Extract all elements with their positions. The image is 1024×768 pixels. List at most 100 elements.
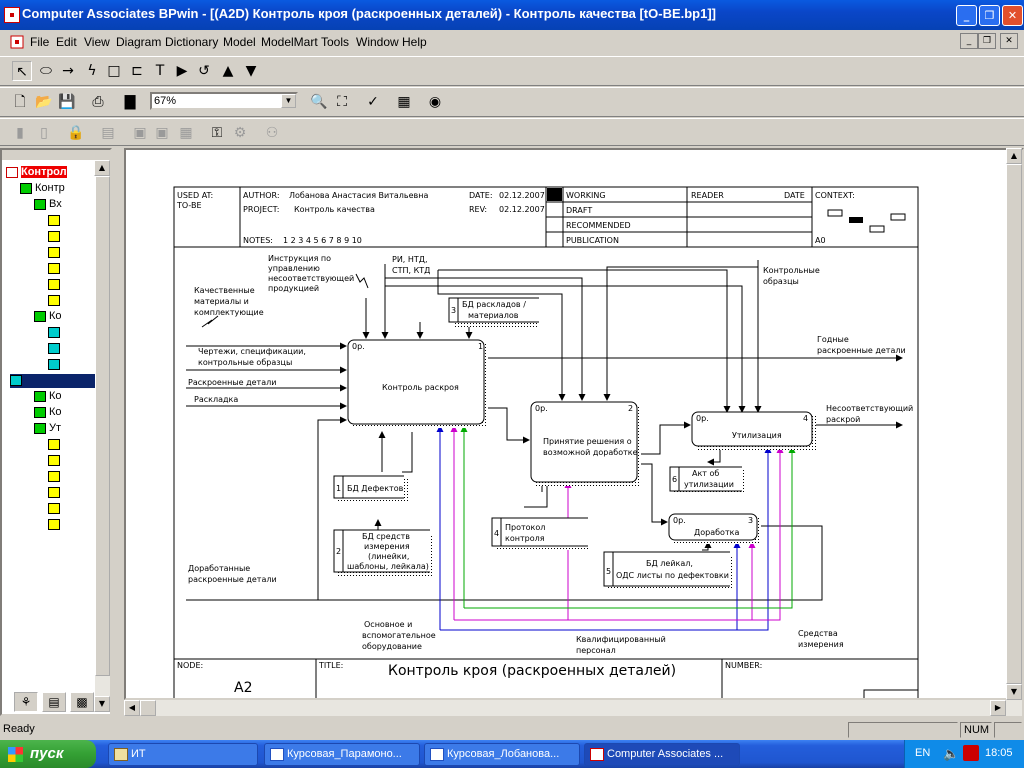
zoom-in-icon[interactable]: 🔍 xyxy=(310,94,328,110)
datastore-3[interactable]: 3 БД раскладов / материалов xyxy=(448,297,539,327)
activity-box-tool-icon[interactable]: ⬭ xyxy=(40,63,52,79)
tree-node[interactable] xyxy=(48,294,63,308)
mdi-restore-button[interactable]: ❐ xyxy=(978,33,996,49)
tree-node[interactable] xyxy=(48,342,63,356)
activity-box-1[interactable]: 0р. 1 Контроль раскроя xyxy=(347,339,488,428)
scroll-up-icon[interactable]: ▲ xyxy=(94,160,110,176)
tree-node[interactable] xyxy=(48,470,63,484)
tree-node[interactable]: Контр xyxy=(20,182,65,196)
tree-node[interactable]: Ко xyxy=(34,390,62,404)
squiggle-tool-icon[interactable]: ϟ xyxy=(87,63,97,79)
clock[interactable]: 18:05 xyxy=(985,747,1013,759)
zoom-select[interactable]: 67% ▼ xyxy=(150,92,298,110)
tree-scroll-thumb[interactable] xyxy=(95,176,110,676)
datastore-tool-icon[interactable]: ⊏ xyxy=(131,63,143,79)
task-kursovaya-paramonova[interactable]: Курсовая_Парамоно... xyxy=(264,743,420,766)
mm-open-icon[interactable]: ▣ xyxy=(133,125,147,141)
mm-security-icon[interactable]: ⚿ xyxy=(211,125,223,141)
tree-node[interactable] xyxy=(48,230,63,244)
tree-node[interactable]: Контрол xyxy=(6,166,67,180)
activity-box-4[interactable]: 0р. 4 Утилизация xyxy=(691,411,816,450)
canvas-vertical-scrollbar[interactable]: ▲ ▼ xyxy=(1006,148,1022,716)
pointer-tool-icon[interactable]: ↖ xyxy=(12,61,32,81)
scroll-right-icon[interactable]: ▶ xyxy=(990,700,1006,716)
activity-box-3[interactable]: 0р. 3 Доработка xyxy=(668,513,761,544)
menu-model[interactable]: Model xyxy=(223,35,256,49)
zoom-fit-icon[interactable]: ⛶ xyxy=(337,94,347,110)
mdi-document-icon[interactable] xyxy=(10,35,24,49)
canvas-horizontal-scrollbar[interactable]: ◀ ▶ xyxy=(124,700,1006,716)
open-file-icon[interactable]: 📂 xyxy=(35,94,53,110)
tree-node[interactable] xyxy=(48,454,63,468)
maximize-button[interactable]: ❐ xyxy=(979,5,1000,26)
tree-node[interactable] xyxy=(48,438,63,452)
diagram-canvas[interactable]: USED AT: TO-BE AUTHOR: Лобанова Анастаси… xyxy=(124,148,1024,700)
task-it-folder[interactable]: ИТ xyxy=(108,743,258,766)
datastore-4[interactable]: 4 Протокол контроля xyxy=(491,517,590,550)
go-to-child-icon[interactable]: ▶ xyxy=(176,63,188,79)
triangle-down-icon[interactable]: ▼ xyxy=(245,63,257,79)
model-explorer-icon[interactable]: ▦ xyxy=(397,94,411,110)
mm-tools-icon[interactable]: ⚙ xyxy=(233,125,247,141)
new-file-icon[interactable]: 🗋 xyxy=(14,94,26,110)
menu-help[interactable]: Help xyxy=(402,35,427,49)
bpwin-app-icon[interactable] xyxy=(4,7,20,23)
tree-node[interactable] xyxy=(48,502,63,516)
scroll-left-icon[interactable]: ◀ xyxy=(124,700,140,716)
mdi-minimize-button[interactable]: _ xyxy=(960,33,978,49)
rectangle-tool-icon[interactable]: □ xyxy=(107,63,121,79)
close-button[interactable]: ✕ xyxy=(1002,5,1023,26)
color-palette-icon[interactable]: ▇ xyxy=(124,94,136,110)
datastore-6[interactable]: 6 Акт об утилизации xyxy=(669,466,744,494)
tree-node[interactable]: Ут xyxy=(34,422,61,436)
tree-node[interactable] xyxy=(48,262,63,276)
menu-modelmart[interactable]: ModelMart xyxy=(261,35,318,49)
tree-node[interactable] xyxy=(10,374,95,388)
canvas-hscroll-thumb[interactable] xyxy=(140,700,156,716)
tree-node[interactable] xyxy=(48,326,63,340)
menu-file[interactable]: File xyxy=(30,35,50,49)
activities-tab-icon[interactable]: ⚘ xyxy=(14,692,38,712)
menu-tools[interactable]: Tools xyxy=(321,35,350,49)
menu-dictionary[interactable]: Dictionary xyxy=(165,35,219,49)
tree-node[interactable] xyxy=(48,358,63,372)
start-button[interactable]: пуск xyxy=(0,740,96,768)
minimize-button[interactable]: _ xyxy=(956,5,977,26)
activity-box-2[interactable]: 0р. 2 Принятие решения о возможной дораб… xyxy=(530,401,641,486)
scroll-down-icon[interactable]: ▼ xyxy=(1006,684,1022,700)
task-kursovaya-lobanova[interactable]: Курсовая_Лобанова... xyxy=(424,743,580,766)
go-to-parent-icon[interactable]: ↺ xyxy=(198,63,210,79)
mm-save-icon[interactable]: ▣ xyxy=(155,125,169,141)
canvas-vscroll-thumb[interactable] xyxy=(1006,164,1022,684)
title-bar[interactable]: Computer Associates BPwin - [(A2D) Контр… xyxy=(0,0,1024,30)
spell-check-icon[interactable]: ✓ xyxy=(367,94,379,110)
scroll-down-icon[interactable]: ▼ xyxy=(94,696,110,712)
tree-node[interactable] xyxy=(48,486,63,500)
mm-grid-icon[interactable]: ▦ xyxy=(179,125,193,141)
save-icon[interactable]: 💾 xyxy=(58,94,76,110)
language-indicator[interactable]: EN xyxy=(915,747,931,759)
tree-node[interactable] xyxy=(48,278,63,292)
tree-node[interactable] xyxy=(48,246,63,260)
menu-edit[interactable]: Edit xyxy=(56,35,77,49)
speaker-icon[interactable]: 🔈 xyxy=(943,746,960,761)
tree-node[interactable] xyxy=(48,518,63,532)
mm-library-icon[interactable]: ▤ xyxy=(101,125,115,141)
mm-disconnect-icon[interactable]: ▯ xyxy=(40,125,48,141)
objects-tab-icon[interactable]: ▩ xyxy=(70,692,94,712)
print-icon[interactable]: ⎙ xyxy=(92,94,104,110)
datastore-5[interactable]: 5 БД лейкал, ОДС листы по дефектовки xyxy=(603,551,734,590)
mdi-close-button[interactable]: ✕ xyxy=(1000,33,1018,49)
antivirus-icon[interactable] xyxy=(963,745,979,761)
datastore-2[interactable]: 2 БД средств измерения (линейки, шаблоны… xyxy=(333,529,434,576)
lock-icon[interactable]: 🔒 xyxy=(67,125,85,141)
mm-connect-icon[interactable]: ▮ xyxy=(16,125,24,141)
task-bpwin[interactable]: Computer Associates ... xyxy=(584,743,740,766)
text-tool-icon[interactable]: T xyxy=(155,63,165,79)
diagrams-tab-icon[interactable]: ▤ xyxy=(42,692,66,712)
report-icon[interactable]: ◉ xyxy=(428,94,442,110)
tree-node[interactable]: Ко xyxy=(34,406,62,420)
triangle-up-icon[interactable]: ▲ xyxy=(222,63,234,79)
tree-vertical-scrollbar[interactable]: ▲ ▼ xyxy=(94,160,110,712)
